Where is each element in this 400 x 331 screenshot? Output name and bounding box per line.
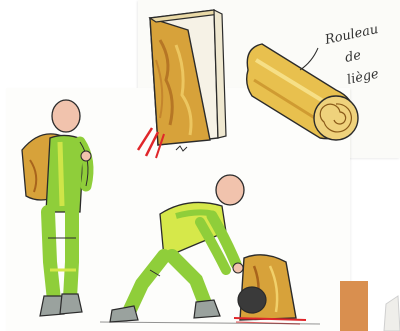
pushed-cork-block bbox=[234, 255, 306, 324]
orange-tab bbox=[340, 281, 368, 331]
annotation-line-1: Rouleau bbox=[323, 22, 380, 48]
annotation-pointer bbox=[300, 48, 318, 70]
partial-panel-edge bbox=[384, 296, 400, 331]
bending-figure bbox=[110, 175, 244, 322]
standing-figure bbox=[22, 100, 91, 316]
cork-slab bbox=[150, 10, 226, 145]
annotation-line-2: de bbox=[344, 48, 363, 66]
annotation-line-3: liège bbox=[346, 67, 381, 88]
cork-roll bbox=[247, 44, 358, 140]
